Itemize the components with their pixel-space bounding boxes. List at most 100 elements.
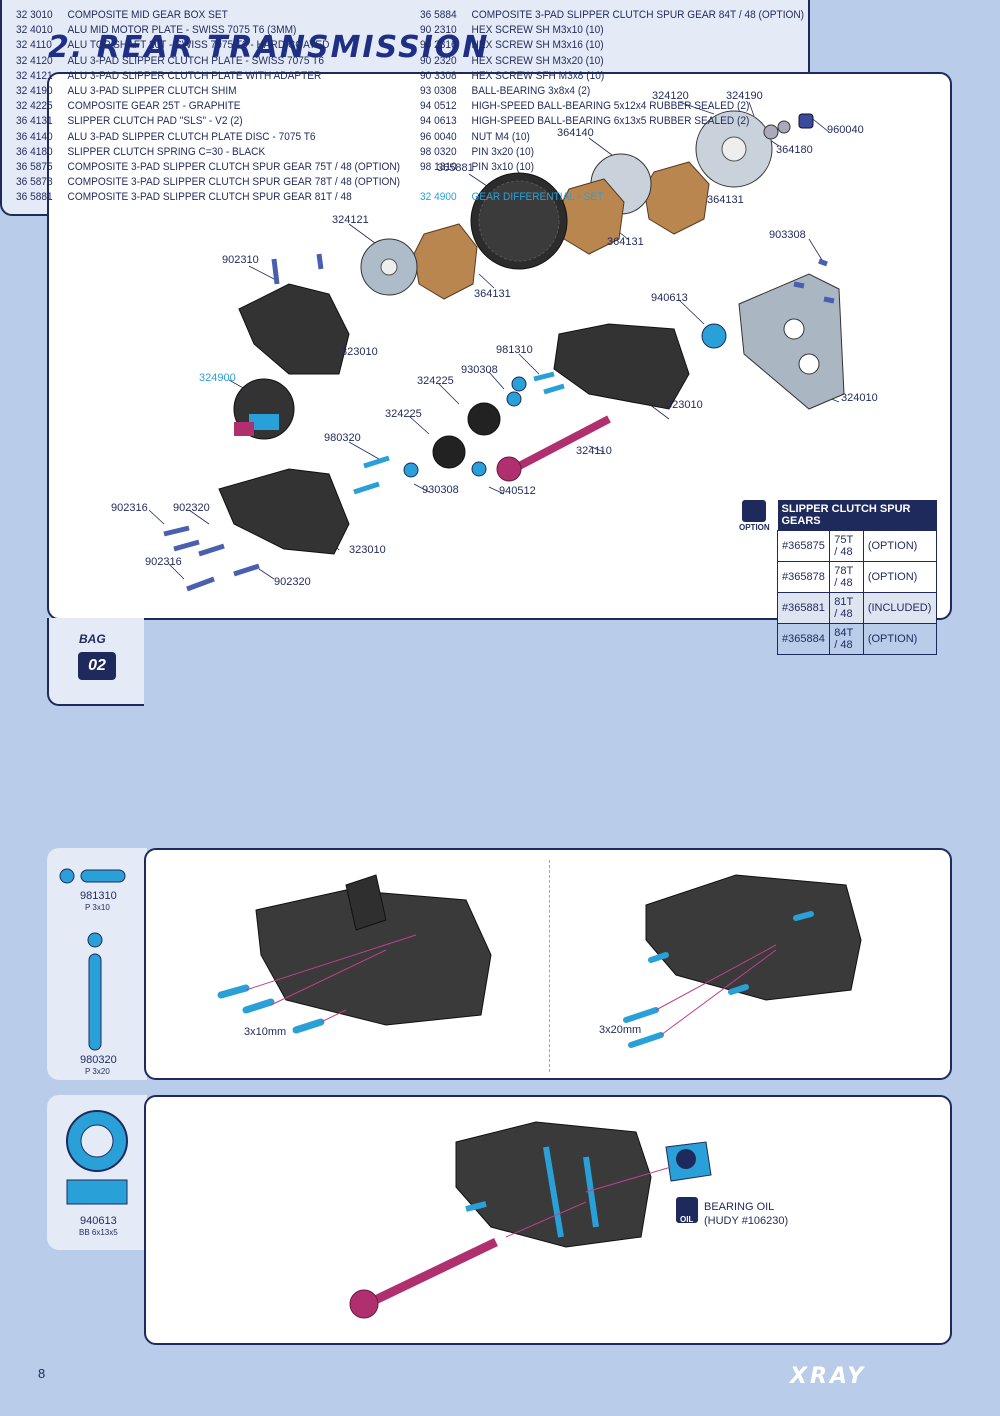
list-item: 36 5881 COMPOSITE 3-PAD SLIPPER CLUTCH SP… — [16, 190, 400, 205]
oil-icon — [676, 1197, 698, 1223]
list-item: 36 5884 COMPOSITE 3-PAD SLIPPER CLUTCH SP… — [420, 8, 804, 23]
part-code: 32 4190 — [16, 85, 53, 98]
oil-icon-label: OIL — [680, 1215, 694, 1224]
part-code: 32 4010 — [16, 24, 53, 37]
label-364180: 364180 — [776, 144, 813, 156]
motor-plate — [738, 273, 845, 410]
assembly-step-bearing: OIL BEARING OIL (HUDY #106230) — [144, 1095, 952, 1345]
part-code: 90 2320 — [420, 54, 457, 67]
part-description: GEAR DIFFERENTIAL - SET — [471, 191, 604, 204]
pin-size-3x20: 3x20mm — [599, 1024, 642, 1036]
list-item: 32 4120 ALU 3-PAD SLIPPER CLUTCH PLATE - … — [16, 54, 400, 69]
part-description: ALU 3-PAD SLIPPER CLUTCH PLATE - SWISS 7… — [67, 54, 324, 67]
part-code: 32 4110 — [16, 39, 52, 52]
part-code: 36 4180 — [16, 145, 53, 158]
label-324121: 324121 — [332, 214, 369, 226]
bearing-oil-label: BEARING OIL — [704, 1201, 775, 1213]
label-902310: 902310 — [222, 254, 259, 266]
part-code: 36 4140 — [16, 130, 53, 143]
slipper-pad — [413, 223, 478, 300]
label-324225-b: 324225 — [385, 408, 422, 420]
nut — [798, 113, 814, 129]
bearing-code: 940613 — [80, 1215, 117, 1227]
part-code: 36 5878 — [16, 176, 53, 189]
list-item: 32 4190 ALU 3-PAD SLIPPER CLUTCH SHIM — [16, 84, 400, 99]
exploded-diagram — [148, 101, 845, 592]
part-code: 32 3010 — [16, 9, 53, 21]
part-description: COMPOSITE 3-PAD SLIPPER CLUTCH SPUR GEAR… — [471, 9, 805, 21]
part-code: 36 5881 — [16, 191, 53, 204]
bag-tab: BAG 02 — [47, 618, 144, 706]
part-description: HEX SCREW SH M3x20 (10) — [471, 54, 604, 67]
part-code: 32 4121 — [16, 69, 53, 82]
label-364140: 364140 — [557, 127, 594, 139]
part-description: ALU MID MOTOR PLATE - SWISS 7075 T6 (3MM… — [67, 24, 297, 37]
part-description: HIGH-SPEED BALL-BEARING 6x13x5 RUBBER SE… — [471, 115, 750, 128]
spur-table-header: SLIPPER CLUTCH SPUR GEARS — [777, 500, 937, 531]
list-item: 90 2316 HEX SCREW SH M3x16 (10) — [420, 38, 804, 53]
exploded-diagram-panel: 324120 324190 960040 364180 364140 36588… — [47, 72, 952, 655]
list-item: 32 4010 ALU MID MOTOR PLATE - SWISS 7075 … — [16, 23, 400, 38]
list-item: 94 0613 HIGH-SPEED BALL-BEARING 6x13x5 RU… — [420, 114, 804, 129]
page-number: 8 — [38, 1366, 46, 1381]
part-description: HIGH-SPEED BALL-BEARING 5x12x4 RUBBER SE… — [471, 100, 750, 113]
part-description: SLIPPER CLUTCH PAD "SLS" - V2 (2) — [67, 115, 243, 128]
label-930308-b: 930308 — [422, 484, 459, 496]
option-label: OPTION — [739, 523, 770, 532]
part-code: 32 4900 — [420, 191, 457, 204]
part-code: 90 3308 — [420, 69, 457, 82]
label-902316-b: 902316 — [145, 556, 182, 568]
label-902316-a: 902316 — [111, 502, 148, 514]
part-description: COMPOSITE GEAR 25T - GRAPHITE — [67, 100, 241, 113]
label-324225-a: 324225 — [417, 375, 454, 387]
part-code: 90 2316 — [420, 39, 457, 52]
list-item: 94 0512 HIGH-SPEED BALL-BEARING 5x12x4 RU… — [420, 99, 804, 114]
side-panel-bearing: 940613 BB 6x13x5 — [47, 1095, 147, 1250]
part-code: 36 5875 — [16, 161, 53, 174]
pin-980320-spec: P 3x20 — [85, 1067, 110, 1076]
part-description: ALU 3-PAD SLIPPER CLUTCH SHIM — [67, 85, 237, 98]
side-panel-pins: 981310 P 3x10 980320 P 3x20 — [47, 848, 147, 1080]
pin-981310-spec: P 3x10 — [85, 903, 110, 912]
part-code: 94 0613 — [420, 115, 457, 128]
part-code: 94 0512 — [420, 100, 457, 113]
label-902320-a: 902320 — [173, 502, 210, 514]
pin-981310-code: 981310 — [80, 890, 117, 902]
label-364131-b: 364131 — [607, 236, 644, 248]
bearing-illustration — [66, 1110, 128, 1205]
label-902320-b: 902320 — [274, 576, 311, 588]
gear-25t — [432, 435, 466, 469]
thumbs-up-icon — [742, 500, 766, 522]
label-960040: 960040 — [827, 124, 864, 136]
label-323010-a: 323010 — [341, 346, 378, 358]
label-940613: 940613 — [651, 292, 688, 304]
part-description: HEX SCREW SH M3x16 (10) — [471, 39, 604, 52]
pin-size-3x10: 3x10mm — [244, 1026, 287, 1038]
part-description: COMPOSITE 3-PAD SLIPPER CLUTCH SPUR GEAR… — [67, 191, 352, 204]
label-980320: 980320 — [324, 432, 361, 444]
gearbox-right — [553, 323, 690, 410]
gearbox-lower — [218, 468, 350, 555]
part-code: 36 5884 — [420, 9, 457, 21]
part-code: 90 2310 — [420, 24, 457, 37]
pin-980320-code: 980320 — [80, 1054, 117, 1066]
pin-install-diagram — [217, 874, 862, 1048]
part-description: NUT M4 (10) — [471, 130, 530, 143]
part-code: 32 4120 — [16, 54, 53, 67]
part-description: COMPOSITE 3-PAD SLIPPER CLUTCH SPUR GEAR… — [67, 161, 401, 174]
label-364131-a: 364131 — [707, 194, 744, 206]
page-title: 2. REAR TRANSMISSION — [48, 30, 490, 65]
bearing-oil-ref: (HUDY #106230) — [704, 1215, 789, 1227]
spacer — [420, 175, 804, 190]
